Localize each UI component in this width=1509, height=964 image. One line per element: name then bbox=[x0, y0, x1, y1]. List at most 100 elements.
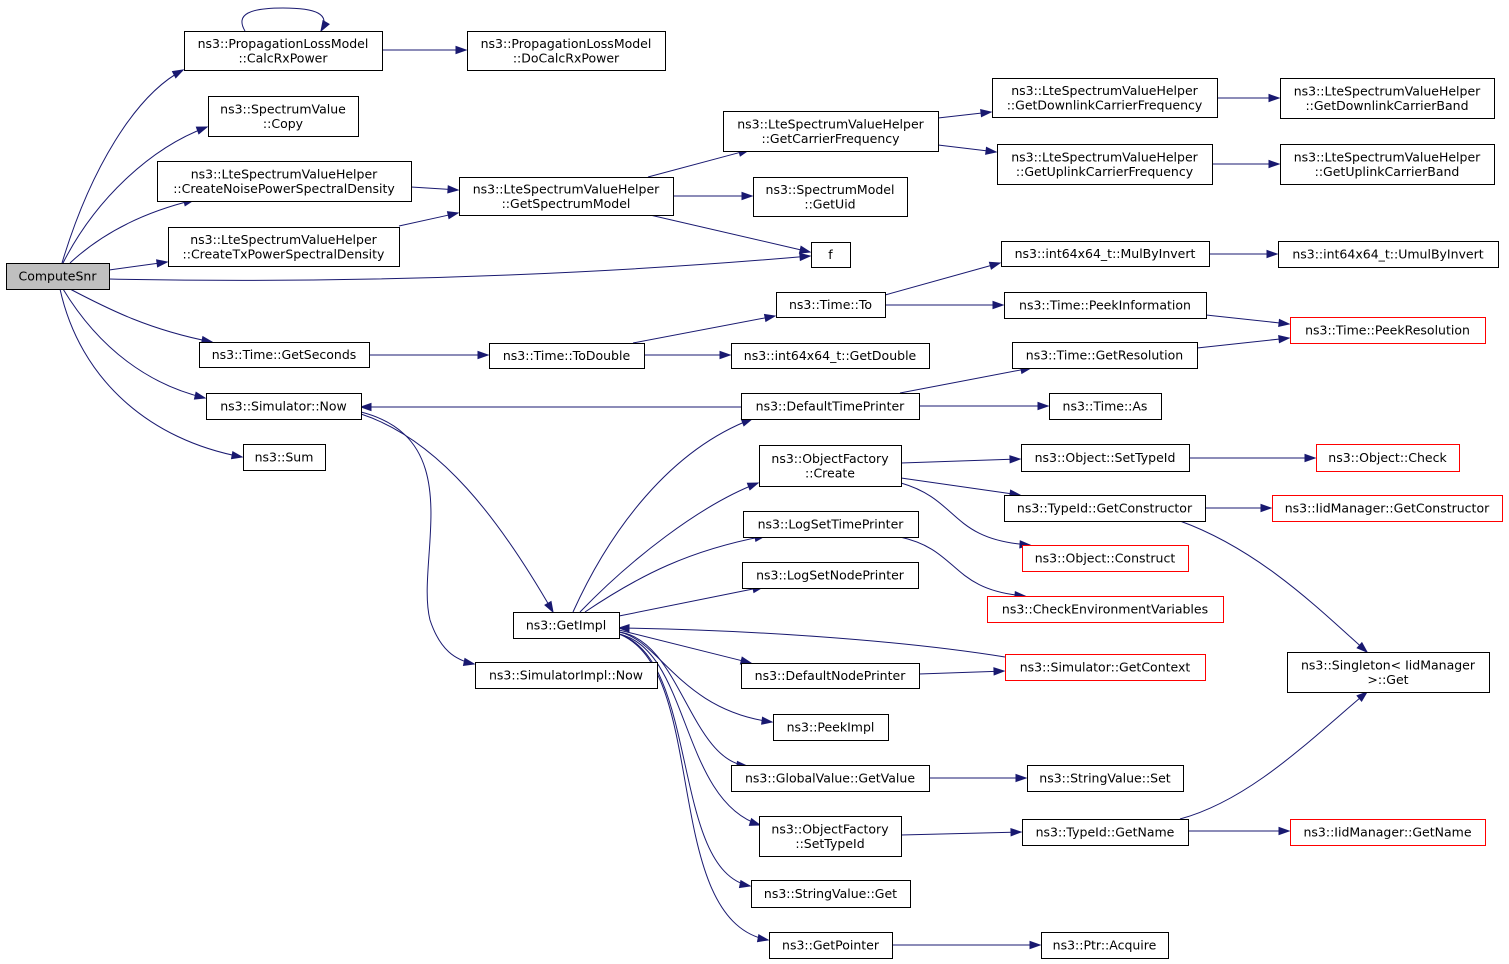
node-ofsettypeid[interactable]: ns3::ObjectFactory::SetTypeId bbox=[759, 816, 902, 857]
node-objectconstruct[interactable]: ns3::Object::Construct bbox=[1022, 545, 1189, 572]
node-box[interactable] bbox=[1290, 819, 1486, 846]
node-box[interactable] bbox=[157, 161, 412, 202]
node-ofcreate[interactable]: ns3::ObjectFactory::Create bbox=[759, 445, 902, 487]
node-box[interactable] bbox=[741, 393, 920, 420]
node-box[interactable] bbox=[1022, 819, 1189, 846]
node-ptracquire[interactable]: ns3::Ptr::Acquire bbox=[1041, 932, 1169, 959]
node-globalgetvalue[interactable]: ns3::GlobalValue::GetValue bbox=[731, 765, 930, 792]
node-box[interactable] bbox=[184, 31, 383, 71]
node-getulcarrierband[interactable]: ns3::LteSpectrumValueHelper::GetUplinkCa… bbox=[1280, 144, 1495, 185]
node-logsetnodeprinter[interactable]: ns3::LogSetNodePrinter bbox=[742, 562, 919, 589]
node-iidgetconstructor[interactable]: ns3::IidManager::GetConstructor bbox=[1272, 495, 1503, 522]
node-box[interactable] bbox=[206, 393, 362, 420]
node-peekinformation[interactable]: ns3::Time::PeekInformation bbox=[1004, 292, 1207, 319]
node-box[interactable] bbox=[1004, 495, 1206, 522]
node-box[interactable] bbox=[467, 31, 666, 71]
node-calcrxpower[interactable]: ns3::PropagationLossModel::CalcRxPower bbox=[184, 31, 383, 71]
node-box[interactable] bbox=[723, 111, 939, 152]
node-box[interactable] bbox=[1005, 654, 1206, 681]
node-timeto[interactable]: ns3::Time::To bbox=[776, 292, 886, 318]
node-box[interactable] bbox=[987, 596, 1224, 623]
node-box[interactable] bbox=[1041, 932, 1169, 959]
node-box[interactable] bbox=[1004, 292, 1207, 319]
node-peekimpl[interactable]: ns3::PeekImpl bbox=[773, 714, 889, 741]
node-box[interactable] bbox=[776, 292, 886, 318]
node-simimplnow[interactable]: ns3::SimulatorImpl::Now bbox=[475, 662, 658, 689]
node-box[interactable] bbox=[199, 342, 370, 368]
node-box[interactable] bbox=[168, 227, 400, 267]
node-box[interactable] bbox=[1021, 444, 1190, 472]
node-docalcrxpower[interactable]: ns3::PropagationLossModel::DoCalcRxPower bbox=[467, 31, 666, 71]
node-umulbyinvert[interactable]: ns3::int64x64_t::UmulByInvert bbox=[1278, 241, 1499, 268]
node-box[interactable] bbox=[1280, 78, 1495, 119]
node-typeidgetname[interactable]: ns3::TypeId::GetName bbox=[1022, 819, 1189, 846]
node-box[interactable] bbox=[1022, 545, 1189, 572]
node-getdlcarrierfreq[interactable]: ns3::LteSpectrumValueHelper::GetDownlink… bbox=[992, 78, 1218, 118]
node-getuid[interactable]: ns3::SpectrumModel::GetUid bbox=[753, 177, 908, 217]
node-box[interactable] bbox=[1027, 765, 1184, 792]
node-getdlcarrierband[interactable]: ns3::LteSpectrumValueHelper::GetDownlink… bbox=[1280, 78, 1495, 119]
node-box[interactable] bbox=[753, 177, 908, 217]
node-box[interactable] bbox=[773, 714, 889, 741]
node-checkenv[interactable]: ns3::CheckEnvironmentVariables bbox=[987, 596, 1224, 623]
node-getulcarrierfreq[interactable]: ns3::LteSpectrumValueHelper::GetUplinkCa… bbox=[997, 144, 1213, 185]
node-defaulttimeprinter[interactable]: ns3::DefaultTimePrinter bbox=[741, 393, 920, 420]
node-logsettimeprinter[interactable]: ns3::LogSetTimePrinter bbox=[743, 511, 919, 538]
node-copy[interactable]: ns3::SpectrumValue::Copy bbox=[208, 96, 359, 137]
node-getpointer[interactable]: ns3::GetPointer bbox=[769, 932, 893, 959]
node-box[interactable] bbox=[731, 765, 930, 792]
node-box[interactable] bbox=[992, 78, 1218, 118]
node-getspectrummodel[interactable]: ns3::LteSpectrumValueHelper::GetSpectrum… bbox=[459, 177, 674, 216]
node-box[interactable] bbox=[731, 343, 930, 369]
node-box[interactable] bbox=[751, 880, 911, 908]
node-box[interactable] bbox=[513, 612, 620, 639]
node-box[interactable] bbox=[1278, 241, 1499, 268]
node-getconstructor[interactable]: ns3::TypeId::GetConstructor bbox=[1004, 495, 1206, 522]
node-box[interactable] bbox=[759, 816, 902, 857]
node-createtx[interactable]: ns3::LteSpectrumValueHelper::CreateTxPow… bbox=[168, 227, 400, 267]
node-mulbyinvert[interactable]: ns3::int64x64_t::MulByInvert bbox=[1001, 241, 1210, 267]
node-stringvalueset[interactable]: ns3::StringValue::Set bbox=[1027, 765, 1184, 792]
node-box[interactable] bbox=[1049, 393, 1162, 420]
node-getimpl[interactable]: ns3::GetImpl bbox=[513, 612, 620, 639]
node-stringvalueget[interactable]: ns3::StringValue::Get bbox=[751, 880, 911, 908]
node-simnow[interactable]: ns3::Simulator::Now bbox=[206, 393, 362, 420]
node-box[interactable] bbox=[997, 144, 1213, 185]
node-box[interactable] bbox=[743, 511, 919, 538]
node-getresolution[interactable]: ns3::Time::GetResolution bbox=[1012, 342, 1198, 369]
node-getdouble[interactable]: ns3::int64x64_t::GetDouble bbox=[731, 343, 930, 369]
node-sum[interactable]: ns3::Sum bbox=[243, 444, 326, 471]
node-box[interactable] bbox=[489, 343, 645, 369]
node-settypeid[interactable]: ns3::Object::SetTypeId bbox=[1021, 444, 1190, 472]
node-box[interactable] bbox=[1290, 317, 1486, 344]
node-objectcheck[interactable]: ns3::Object::Check bbox=[1316, 444, 1460, 472]
node-f[interactable]: f bbox=[811, 242, 851, 268]
node-createnoise[interactable]: ns3::LteSpectrumValueHelper::CreateNoise… bbox=[157, 161, 412, 202]
node-defaultnodeprinter[interactable]: ns3::DefaultNodePrinter bbox=[741, 663, 920, 689]
node-box[interactable] bbox=[1280, 144, 1495, 185]
node-box[interactable] bbox=[459, 177, 674, 216]
node-box[interactable] bbox=[811, 242, 851, 268]
node-todouble[interactable]: ns3::Time::ToDouble bbox=[489, 343, 645, 369]
node-box[interactable] bbox=[759, 445, 902, 487]
node-box[interactable] bbox=[475, 662, 658, 689]
node-box[interactable] bbox=[741, 663, 920, 689]
node-box[interactable] bbox=[742, 562, 919, 589]
node-computesnr[interactable]: ComputeSnr bbox=[6, 263, 110, 290]
node-box[interactable] bbox=[208, 96, 359, 137]
node-getseconds[interactable]: ns3::Time::GetSeconds bbox=[199, 342, 370, 368]
node-peekresolution[interactable]: ns3::Time::PeekResolution bbox=[1290, 317, 1486, 344]
node-box[interactable] bbox=[6, 263, 110, 290]
node-box[interactable] bbox=[1316, 444, 1460, 472]
node-box[interactable] bbox=[1272, 495, 1503, 522]
node-box[interactable] bbox=[1287, 652, 1490, 693]
node-timeas[interactable]: ns3::Time::As bbox=[1049, 393, 1162, 420]
node-getcarrierfreq[interactable]: ns3::LteSpectrumValueHelper::GetCarrierF… bbox=[723, 111, 939, 152]
node-box[interactable] bbox=[1012, 342, 1198, 369]
node-box[interactable] bbox=[243, 444, 326, 471]
node-iidgetname[interactable]: ns3::IidManager::GetName bbox=[1290, 819, 1486, 846]
node-getcontext[interactable]: ns3::Simulator::GetContext bbox=[1005, 654, 1206, 681]
node-box[interactable] bbox=[1001, 241, 1210, 267]
node-box[interactable] bbox=[769, 932, 893, 959]
node-singletonget[interactable]: ns3::Singleton< IidManager>::Get bbox=[1287, 652, 1490, 693]
